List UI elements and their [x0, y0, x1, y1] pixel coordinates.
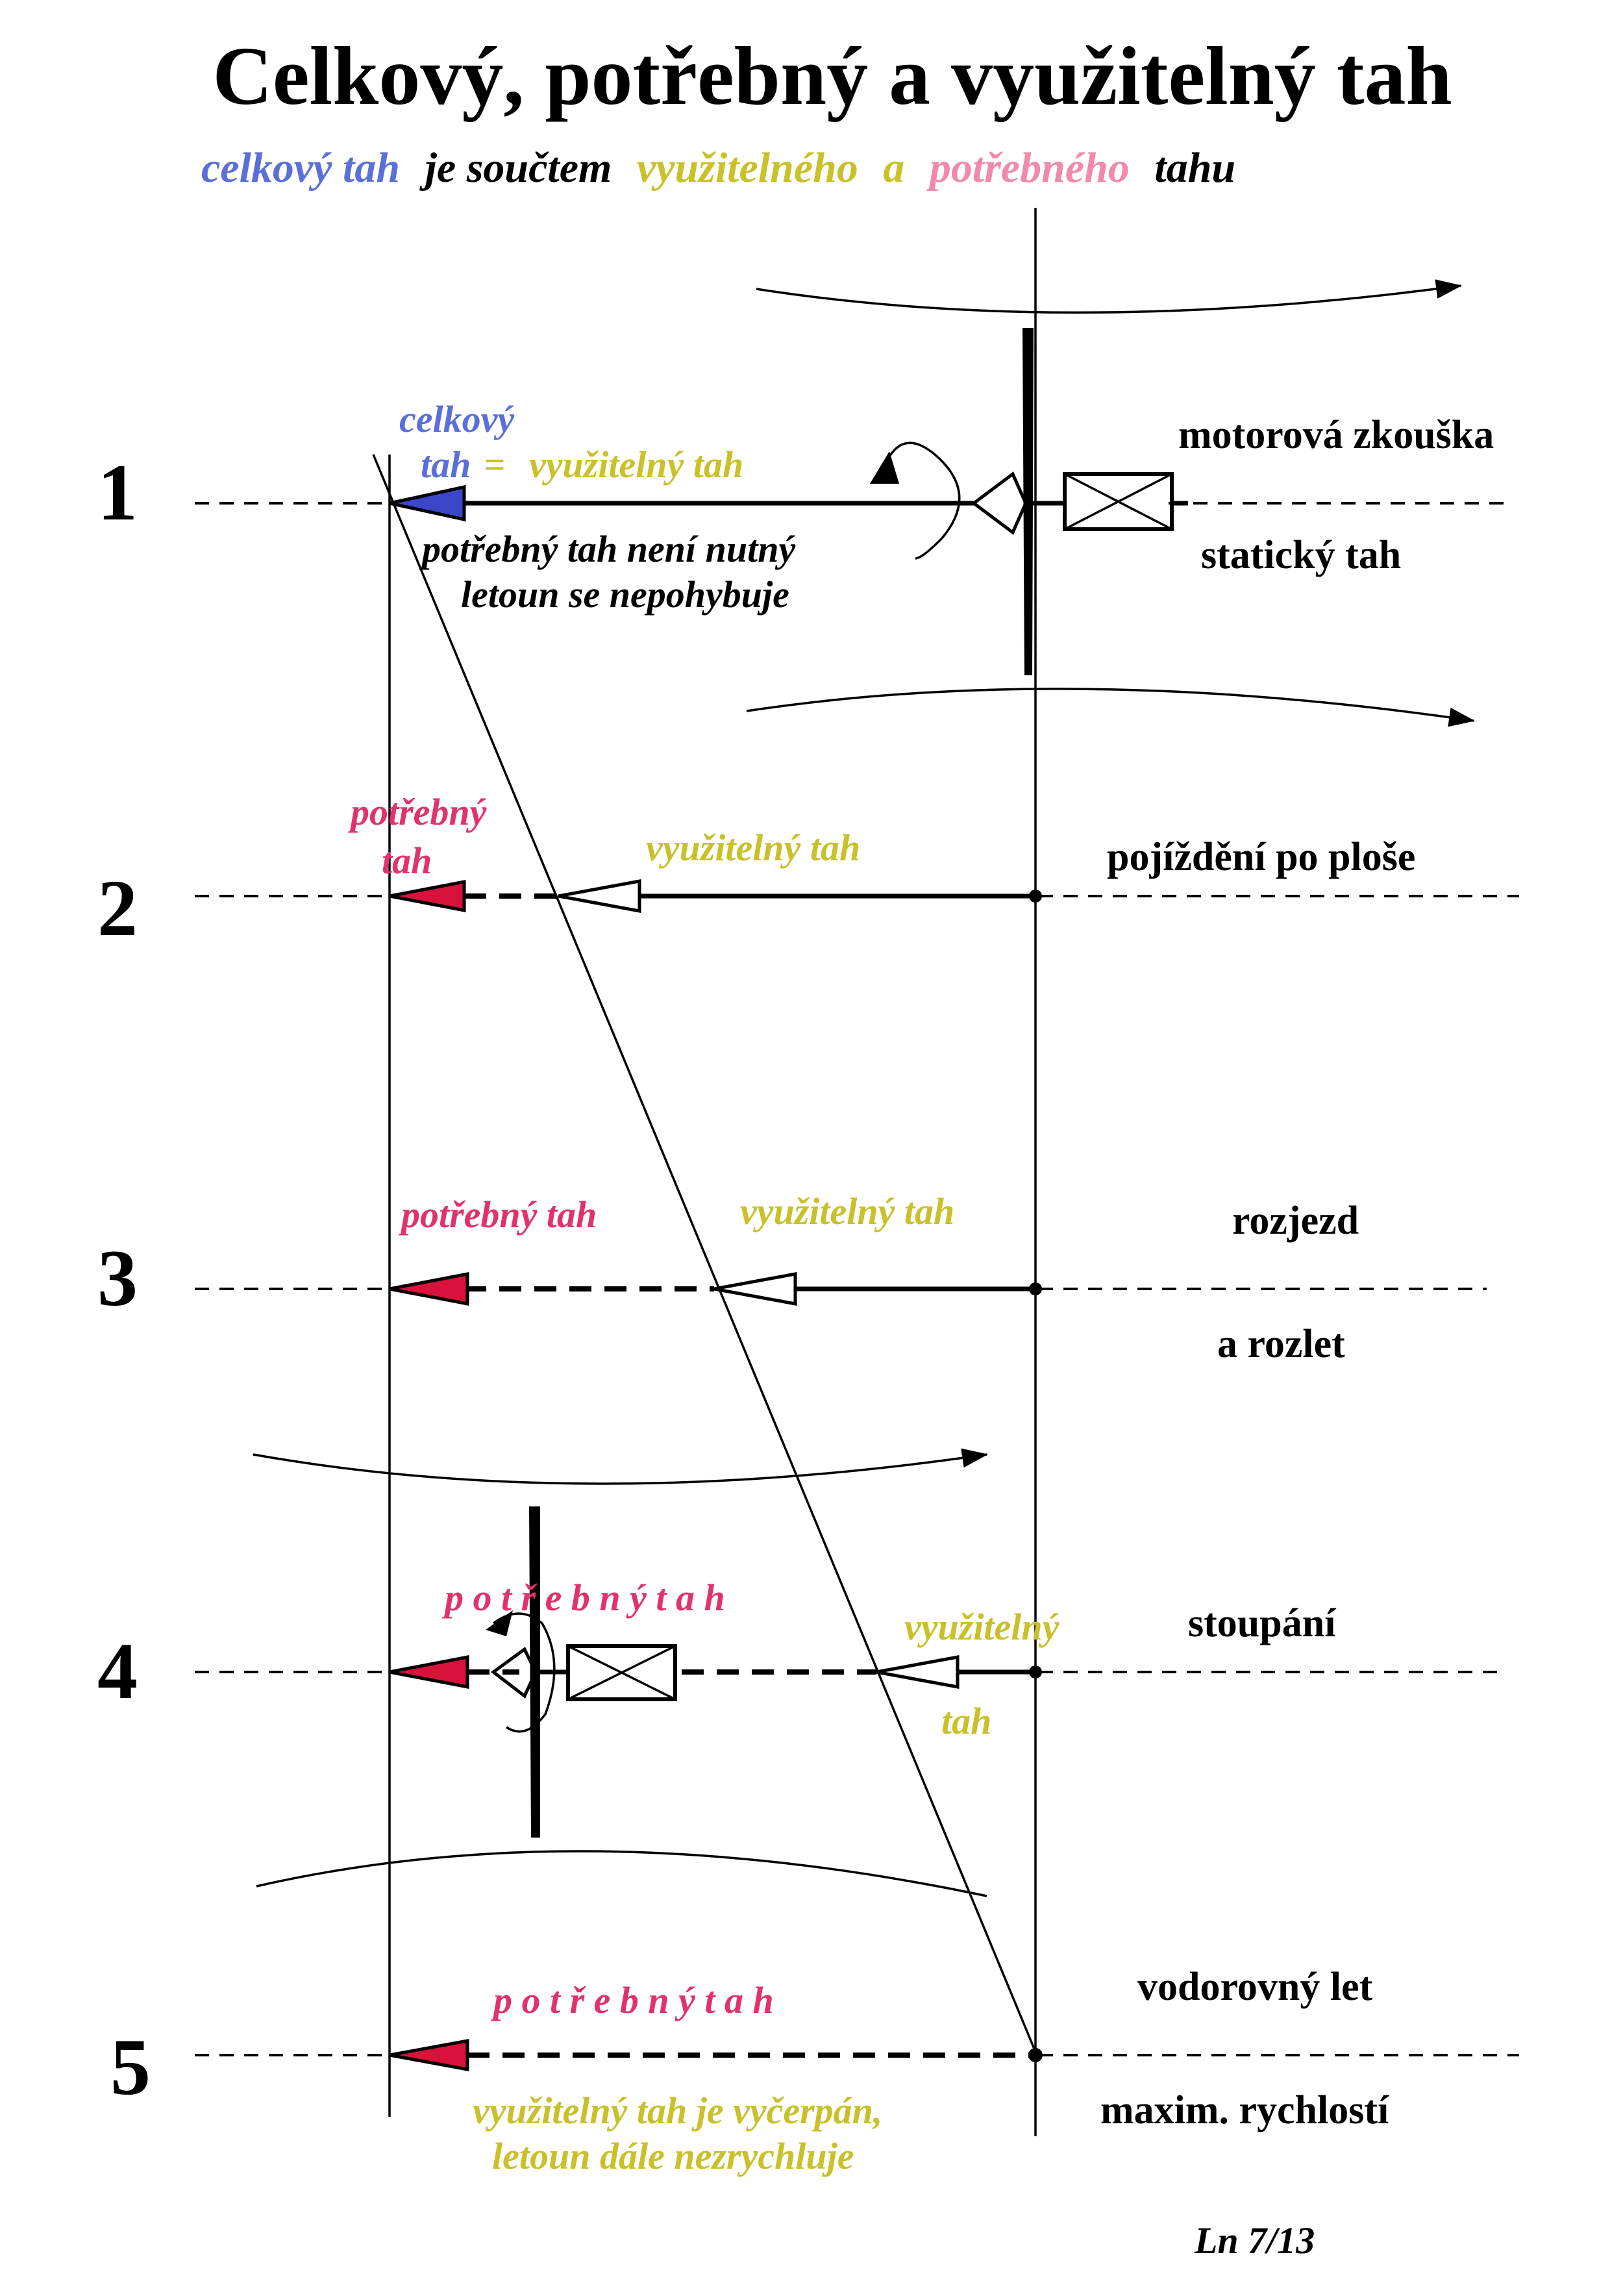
- row4-dot: [1029, 1666, 1042, 1678]
- row1-number: 1: [97, 448, 138, 537]
- row5-note-line2: letoun dále nezrychluje: [492, 2135, 854, 2177]
- row4-potrebny-label: p o t ř e b n ý t a h: [441, 1577, 725, 1619]
- row1-celkovy-arrow: [389, 484, 466, 522]
- row3-vyuzitelny-arrow: [713, 1271, 797, 1306]
- row3-number: 3: [97, 1234, 138, 1323]
- row5-right-line1: vodorovný let: [1137, 1965, 1373, 2009]
- row5-number: 5: [110, 2023, 151, 2112]
- row5-dot: [1028, 2048, 1043, 2062]
- row3-potrebny-label: potřebný tah: [398, 1193, 597, 1236]
- row5-note-line1: využitelný tah je vyčerpán,: [473, 2090, 882, 2132]
- row1-rotation-arrowhead: [870, 451, 899, 484]
- row4-vyuzitelny-arrow: [876, 1654, 960, 1690]
- row4-lower-airflow: [256, 1850, 987, 1897]
- row4-right-line1: stoupání: [1188, 1601, 1336, 1645]
- row2-potrebny-arrow: [389, 879, 466, 913]
- row5-potrebny-label: p o t ř e b n ý t a h: [490, 1979, 774, 2021]
- row2-number: 2: [97, 864, 138, 953]
- row1-vyuzitelny-label: využitelný tah: [529, 443, 743, 486]
- footer-page-ref: Ln 7/13: [1194, 2219, 1315, 2262]
- row4-vyuzitelny-line2: tah: [941, 1700, 991, 1742]
- row4-number: 4: [97, 1627, 138, 1716]
- row1-upper-airflow: [756, 279, 1462, 314]
- row4-upper-airflow: [253, 1448, 988, 1485]
- row2-potrebny-line2: tah: [382, 840, 432, 882]
- row1-right-line2: statický tah: [1201, 533, 1401, 577]
- row1-rotation-arrow: [878, 442, 961, 560]
- subtitle-a: a: [883, 144, 904, 192]
- row1-lower-airflow: [746, 688, 1475, 727]
- row1-celkovy-line2: tah: [421, 443, 471, 486]
- row1-engine-x2: [1064, 473, 1172, 530]
- row2-potrebny-line1: potřebný: [347, 791, 487, 833]
- row3-vyuzitelny-label: využitelný tah: [740, 1190, 954, 1232]
- row4-potrebny-arrow: [389, 1654, 469, 1690]
- subtitle-je-souctem: je součtem: [419, 144, 612, 192]
- row2-dot: [1029, 890, 1042, 903]
- subtitle-potrebneho: potřebného: [926, 144, 1130, 192]
- subtitle-tahu: tahu: [1154, 144, 1235, 192]
- row3-potrebny-arrow: [389, 1271, 469, 1306]
- row2-vyuzitelny-label: využitelný tah: [646, 827, 860, 869]
- page-title: Celkový, potřebný a využitelný tah: [212, 30, 1452, 122]
- row1-spinner: [971, 471, 1028, 535]
- subtitle-vyuzitelneho: využitelného: [637, 144, 858, 192]
- row3-dot: [1029, 1282, 1042, 1295]
- row1-note-line2: letoun se nepohybuje: [461, 573, 789, 616]
- row4-engine-box: [566, 1644, 677, 1701]
- diagonal-line: [372, 454, 1037, 2053]
- row2-right-line1: pojíždění po ploše: [1107, 835, 1415, 879]
- row4-engine-x2: [567, 1645, 676, 1701]
- row4-rotation-arrowhead: [486, 1610, 513, 1636]
- row1-equals: =: [484, 443, 505, 486]
- row4-rotation-arrow: [492, 1612, 556, 1733]
- row5-right-line2: maxim. rychlostí: [1100, 2088, 1389, 2132]
- row4-vyuzitelny-line1: využitelný: [904, 1606, 1059, 1648]
- subtitle: celkový tah je součtem využitelného a po…: [201, 144, 1235, 192]
- row3-right-line2: a rozlet: [1217, 1322, 1345, 1366]
- row1-right-line1: motorová zkouška: [1178, 413, 1494, 457]
- row3-right-line1: rozjezd: [1232, 1199, 1359, 1243]
- row1-celkovy-line1: celkový: [399, 398, 514, 440]
- row1-note-line1: potřebný tah není nutný: [419, 528, 796, 570]
- row2-vyuzitelny-arrow: [558, 879, 641, 914]
- subtitle-celkovy: celkový tah: [201, 144, 400, 192]
- row5-potrebny-arrow: [389, 2039, 469, 2071]
